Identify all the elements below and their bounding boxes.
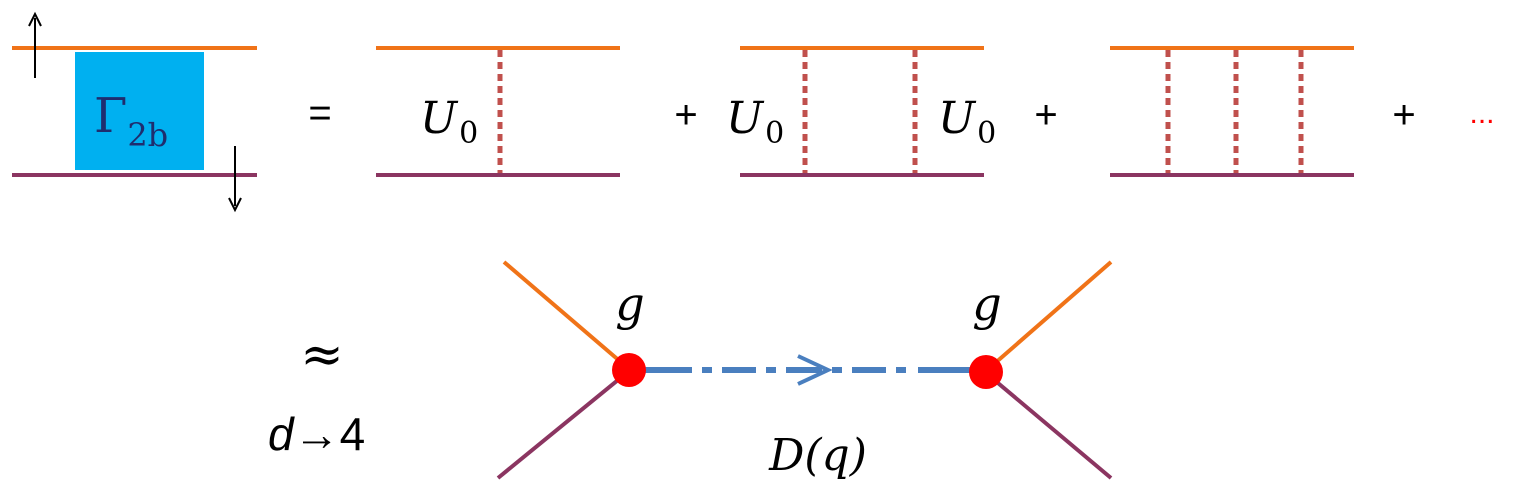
ladder-diagram-2: U0 U0	[726, 46, 996, 177]
plus-sign: +	[1392, 93, 1415, 137]
equals-sign: =	[308, 91, 331, 135]
ladder-diagram-3	[1110, 46, 1354, 177]
ladder-diagram-1: U0	[376, 46, 620, 177]
spin-down-leg	[984, 371, 1113, 480]
vertex-diagram: Γ2b	[12, 11, 257, 213]
coupling-label: U0	[726, 93, 784, 151]
coupling-label: U0	[938, 93, 996, 151]
approx-symbol: ≈	[300, 325, 344, 385]
coupling-label: U0	[420, 93, 478, 151]
propagator-label: D(q)	[768, 430, 867, 481]
vertex-label: Γ2b	[94, 88, 168, 154]
plus-sign: +	[674, 93, 697, 137]
spin-down-leg	[496, 369, 631, 480]
limit-label: d→4	[268, 408, 365, 460]
arrow-up-icon	[28, 11, 42, 78]
plus-sign: +	[1034, 93, 1057, 137]
spin-up-leg	[502, 260, 631, 371]
coupling-g-left: g	[615, 277, 644, 331]
vertex-dot-left	[612, 353, 646, 387]
vertex-dot-right	[969, 355, 1003, 389]
propagator-arrow-icon	[797, 354, 833, 386]
ellipsis: ...	[1469, 97, 1494, 130]
arrow-down-icon	[228, 146, 242, 213]
spin-up-leg	[984, 260, 1113, 373]
coupling-g-right: g	[972, 277, 1001, 331]
vertex-box	[75, 52, 204, 170]
boson-exchange-diagram: g g D(q)	[496, 260, 1113, 481]
